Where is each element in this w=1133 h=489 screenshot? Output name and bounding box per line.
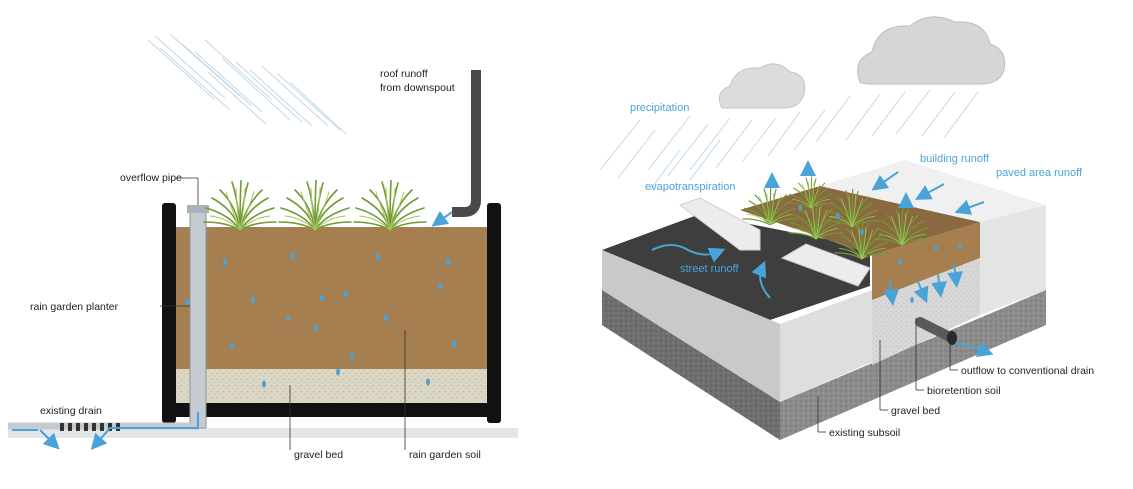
cloud-large: [857, 16, 1006, 85]
cloud-small: [718, 63, 806, 109]
right-water-arrows: [651, 160, 994, 358]
planter-label: rain garden planter: [30, 301, 119, 313]
plant-1: [203, 180, 277, 231]
overflow-pipe-cap: [187, 205, 209, 213]
bioretention-soil-label: bioretention soil: [927, 385, 1001, 397]
left-leader-lines: [160, 177, 406, 450]
left-rain: [147, 33, 347, 135]
downspout: [452, 70, 481, 217]
right-rain: [599, 89, 979, 191]
drain-water-flow: [12, 412, 199, 451]
planter-wall-left: [162, 203, 176, 423]
street-block-front: [602, 250, 780, 402]
left-diagram: roof runoff from downspout overflow pipe…: [8, 33, 518, 461]
outflow-pipe: [915, 317, 957, 343]
bio-water-drops: [798, 205, 962, 303]
soil-water-drops: [185, 252, 456, 388]
existing-subsoil-front: [602, 290, 780, 440]
planter-wall-right: [487, 203, 501, 423]
gravel-bed-label: gravel bed: [294, 449, 343, 461]
overflow-pipe-label: overflow pipe: [120, 172, 182, 184]
evapotranspiration-label: evapotranspiration: [645, 181, 736, 193]
ground-surface: [8, 428, 518, 438]
soil-label: rain garden soil: [409, 449, 481, 461]
bioretention-soil: [872, 222, 980, 300]
gravel-bed: [175, 369, 488, 403]
roof-runoff-label-line2: from downspout: [380, 82, 455, 94]
paved-area-side: [980, 205, 1046, 315]
outflow-pipe-opening: [947, 331, 957, 345]
precipitation-label: precipitation: [630, 102, 689, 114]
building-runoff-label: building runoff: [920, 153, 990, 165]
right-leader-lines: [817, 318, 958, 433]
street-block-side: [780, 290, 872, 402]
gravel-bed-label-right: gravel bed: [891, 405, 940, 417]
rain-garden-soil: [175, 227, 488, 369]
plant-2: [278, 180, 352, 231]
overflow-pipe: [189, 207, 207, 429]
existing-subsoil-label: existing subsoil: [829, 427, 900, 439]
curb-left: [678, 197, 761, 251]
street-asphalt-top: [602, 214, 870, 320]
curb-right: [780, 243, 871, 287]
planter-bottom: [162, 403, 501, 417]
downspout-flow-arrow: [431, 210, 453, 227]
right-diagram: precipitation evapotranspiration buildin…: [599, 16, 1094, 440]
paved-area-runoff-label: paved area runoff: [996, 167, 1083, 179]
street-runoff-label: street runoff: [680, 263, 739, 275]
existing-drain-label: existing drain: [40, 405, 102, 417]
outflow-label: outflow to conventional drain: [961, 365, 1094, 377]
plant-3: [353, 180, 427, 231]
roof-runoff-label: roof runoff: [380, 68, 428, 80]
